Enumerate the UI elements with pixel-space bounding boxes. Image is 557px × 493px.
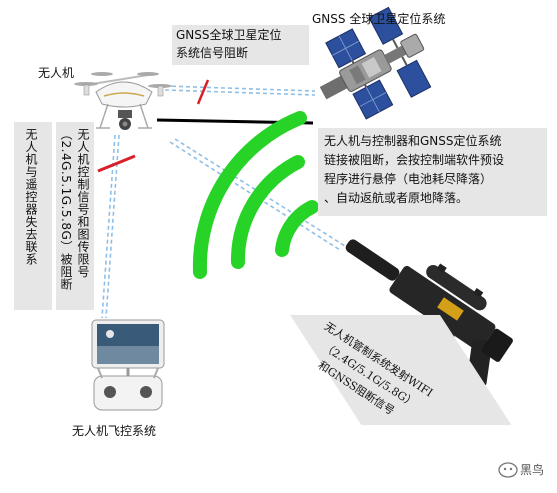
- gnss-blocked-line1: GNSS全球卫星定位: [176, 28, 282, 42]
- ground-controller-icon: [91, 319, 165, 411]
- result-line1: 无人机与控制器和GNSS定位系统: [324, 134, 502, 148]
- drone-satellite-link: [164, 85, 316, 96]
- control-block-mark: [97, 154, 136, 173]
- control-blocked-box: 无人机控制信号和图传限号 （2.4G.5.1G.5.8G）被阻断: [56, 122, 94, 310]
- watermark-text: 黑鸟: [520, 463, 545, 477]
- result-line4: 、自动返航或者原地降落。: [324, 191, 469, 205]
- result-line2: 链接被阻断，会按控制端软件预设: [324, 153, 505, 167]
- control-lost-text: 无人机与遥控器失去联系: [24, 128, 38, 266]
- watermark-logo-icon: [498, 462, 518, 478]
- result-line3: 程序进行悬停（电池耗尽降落）: [324, 172, 493, 186]
- satellite-icon: [319, 6, 432, 120]
- control-blocked-line1: 无人机控制信号和图传限号: [76, 128, 90, 278]
- gnss-blocked-line2: 系统信号阻断: [176, 46, 249, 60]
- drone-label: 无人机: [38, 66, 75, 80]
- ground-controller-label: 无人机飞控系统: [72, 424, 157, 438]
- jamming-signal-waves: [192, 111, 319, 279]
- gnss-blocked-box: GNSS全球卫星定位 系统信号阻断: [172, 25, 309, 65]
- result-description-box: 无人机与控制器和GNSS定位系统 链接被阻断，会按控制端软件预设 程序进行悬停（…: [318, 128, 547, 216]
- gnss-system-label: GNSS 全球卫星定位系统: [312, 12, 446, 26]
- control-lost-box: 无人机与遥控器失去联系: [14, 122, 52, 310]
- drone-icon: [74, 72, 172, 130]
- control-blocked-line2: （2.4G.5.1G.5.8G）被阻断: [59, 128, 73, 291]
- gnss-block-mark: [196, 79, 210, 105]
